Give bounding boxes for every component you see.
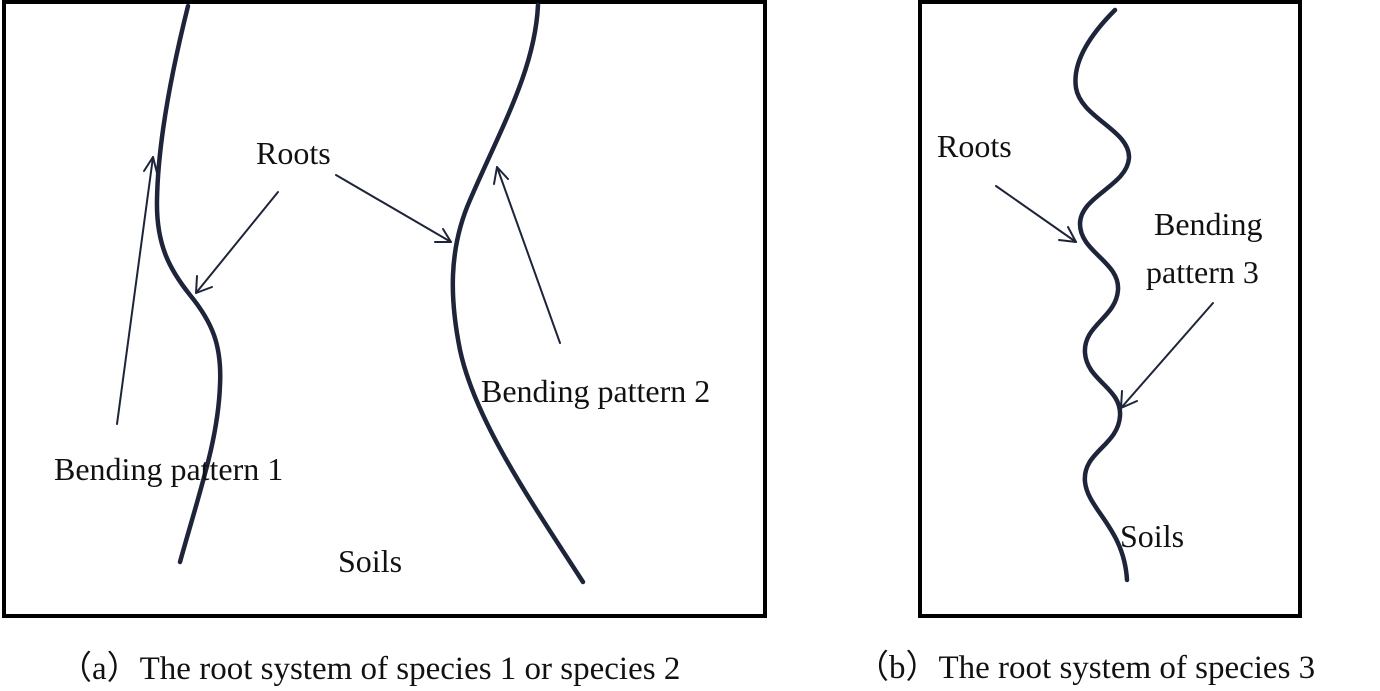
root-species-1 <box>154 3 223 565</box>
panel-a-frame <box>2 0 767 618</box>
bending-pattern-3-label-line2: pattern 3 <box>1146 254 1259 290</box>
bending-pattern-3-label-line1: Bending <box>1154 206 1262 242</box>
caption-b: （b）The root system of species 3 <box>856 650 1315 686</box>
arrow-roots-to-root-3 <box>995 185 1077 243</box>
bending-pattern-1-label: Bending pattern 1 <box>54 451 283 487</box>
arrow-roots-to-root-2 <box>335 174 452 243</box>
soils-label-b: Soils <box>1120 518 1184 554</box>
panel-b: Roots Bending pattern 3 Soils <box>918 0 1302 618</box>
root-species-2 <box>450 2 586 585</box>
soils-label-a: Soils <box>338 543 402 579</box>
caption-a: （a）The root system of species 1 or speci… <box>59 651 680 687</box>
arrow-pattern3-to-root-3 <box>1120 302 1214 409</box>
bending-pattern-2-label: Bending pattern 2 <box>481 373 710 409</box>
panel-b-frame <box>918 0 1302 618</box>
arrow-pattern2-to-root-2 <box>493 166 561 344</box>
roots-label-a: Roots <box>256 135 331 171</box>
panel-a: Roots Bending pattern 2 Bending pattern … <box>2 0 767 618</box>
roots-label-b: Roots <box>937 128 1012 164</box>
arrow-pattern1-to-root-1 <box>116 156 158 425</box>
root-species-3 <box>1073 7 1132 583</box>
arrow-roots-to-root-1 <box>195 191 279 294</box>
